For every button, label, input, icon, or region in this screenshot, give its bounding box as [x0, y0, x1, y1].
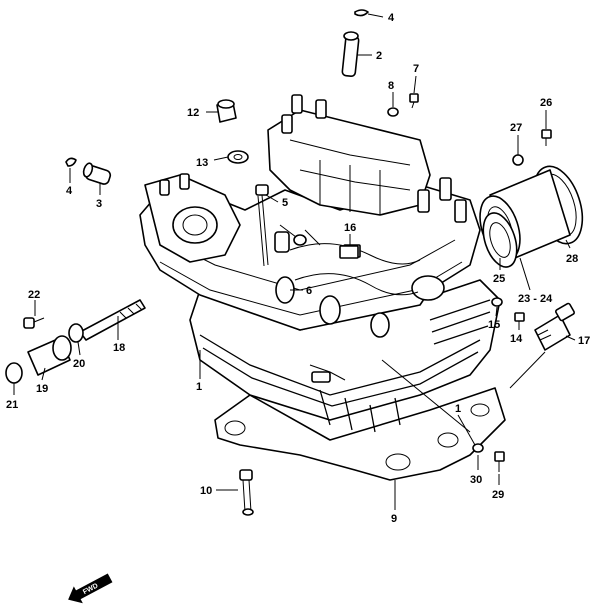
callout-28: 28 [566, 253, 578, 265]
callout-13: 13 [196, 157, 208, 169]
gasket-part-25 [482, 212, 518, 268]
callout-3: 3 [96, 198, 102, 210]
callout-4-left: 4 [66, 185, 73, 197]
bolt-part-7 [409, 93, 419, 109]
washer-part-8 [387, 107, 399, 117]
callout-1-right: 1 [455, 403, 461, 415]
callout-23-24: 23 - 24 [518, 293, 553, 305]
washer-part-13 [227, 150, 249, 164]
callout-2: 2 [376, 50, 382, 62]
callout-10: 10 [200, 485, 212, 497]
callout-labels: 4 2 8 7 12 13 5 4 3 16 6 22 18 20 19 21 … [6, 12, 590, 525]
o-ring-part-20 [68, 323, 84, 343]
callout-5: 5 [282, 197, 288, 209]
washer-part-30 [472, 443, 484, 453]
bolt-part-29 [494, 451, 505, 472]
callout-8: 8 [388, 80, 394, 92]
cylinder-head [139, 94, 506, 481]
callout-21: 21 [6, 399, 18, 411]
callout-16: 16 [344, 222, 356, 234]
fwd-label: FWD [82, 583, 99, 597]
callout-9: 9 [391, 513, 397, 525]
callout-30: 30 [470, 474, 482, 486]
callout-26: 26 [540, 97, 552, 109]
clip-part-4-top [354, 9, 369, 17]
callout-29: 29 [492, 489, 504, 501]
callout-4-top: 4 [388, 12, 395, 24]
bolt-part-26 [541, 129, 552, 146]
cap-part-21 [5, 362, 23, 384]
bolt-part-22 [23, 317, 45, 329]
fwd-arrow-icon: FWD [68, 573, 113, 604]
callout-6: 6 [306, 285, 312, 297]
plug-part-3 [82, 162, 112, 185]
clip-part-4-left [65, 157, 77, 167]
cap-nut-part-12 [216, 99, 237, 123]
callout-20: 20 [73, 358, 85, 370]
dowel-pin-part-2 [341, 31, 360, 78]
callout-14: 14 [510, 333, 523, 345]
leader-lines [13, 13, 576, 510]
callout-27: 27 [510, 122, 522, 134]
washer-part-27 [512, 154, 524, 166]
callout-18: 18 [113, 342, 125, 354]
spark-plug-part-17 [534, 302, 575, 351]
callout-15: 15 [488, 319, 500, 331]
callout-22: 22 [28, 289, 40, 301]
callout-17: 17 [578, 335, 590, 347]
bolt-part-10 [239, 469, 254, 516]
block-part-16 [339, 245, 359, 259]
callout-25: 25 [493, 273, 505, 285]
callout-7: 7 [413, 63, 419, 75]
callout-1-left: 1 [196, 381, 202, 393]
callout-12: 12 [187, 107, 199, 119]
housing-part-19 [27, 335, 72, 376]
washer-part-15 [491, 297, 503, 307]
shaft-part-18 [79, 299, 146, 341]
long-bolt-part-5 [255, 184, 269, 267]
callout-19: 19 [36, 383, 48, 395]
